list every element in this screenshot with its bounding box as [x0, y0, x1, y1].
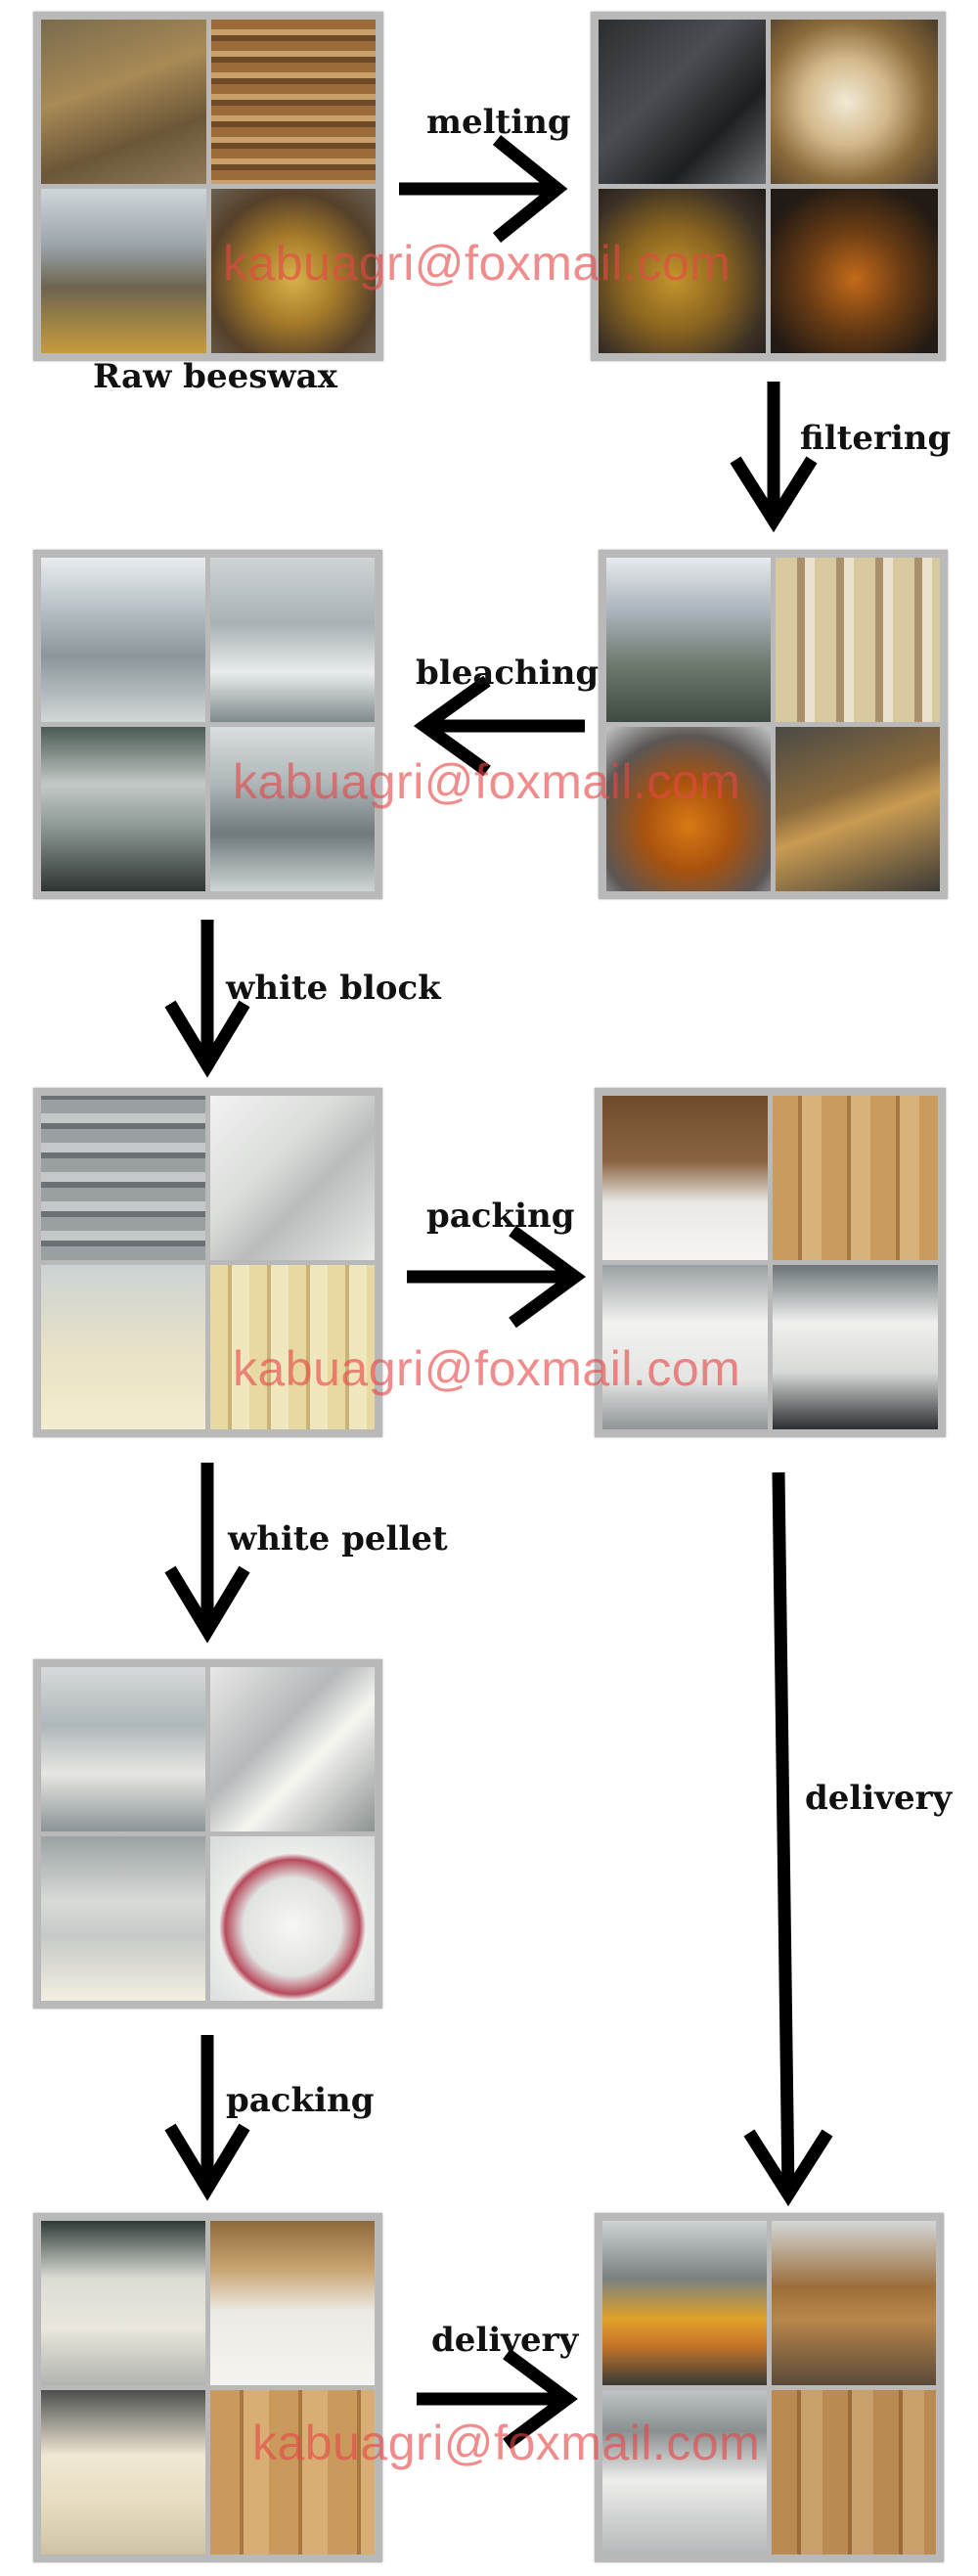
forklift-loading-photo: [602, 2221, 767, 2385]
pellet-delivery-arrow: [417, 2348, 578, 2450]
pellet-bags-photo: [41, 2221, 205, 2385]
block-in-carton-photo: [602, 1096, 768, 1260]
pellet-in-carton-photo: [210, 2221, 375, 2385]
watermark-bleaching: kabuagri@foxmail.com: [233, 754, 741, 809]
filter-press-photo: [776, 558, 940, 722]
bleaching-platform-photo: [41, 558, 205, 722]
watermark-bottom: kabuagri@foxmail.com: [252, 2416, 761, 2470]
carton-stack-photo: [773, 1096, 938, 1260]
block-molds-photo: [210, 1096, 375, 1260]
pellet-drum-photo: [41, 1836, 205, 2001]
white-pellet-label: white pellet: [228, 1519, 448, 1559]
block-delivery-arrow: [743, 1471, 833, 2207]
filter-line-photo: [606, 558, 771, 722]
container-loading-photo: [772, 2221, 936, 2385]
pellet-packing-panel: [33, 2213, 382, 2562]
filtering-panel: [599, 550, 948, 899]
bleaching-arrow: [413, 675, 585, 777]
white-pellet-panel: [33, 1659, 382, 2009]
wax-cakes-photo: [210, 189, 376, 353]
filtering-arrow: [730, 382, 818, 533]
block-packing-panel: [595, 1088, 946, 1437]
pellet-packing-arrow: [164, 2035, 250, 2201]
bleaching-panel: [33, 550, 382, 899]
carton-boxes-photo: [210, 2390, 375, 2554]
warehouse-sacks-photo: [773, 1265, 938, 1429]
melting-panel: [591, 12, 946, 361]
wax-combs-photo: [210, 20, 376, 184]
filtering-label: filtering: [800, 419, 952, 458]
white-block-panel: [33, 1088, 382, 1437]
raw-beeswax-panel: [33, 12, 383, 361]
bag-pile-photo: [41, 2390, 205, 2554]
melting-tanks-photo: [599, 20, 766, 184]
white-pellets-photo: [210, 1836, 375, 2001]
block-delivery-label: delivery: [805, 1779, 953, 1818]
bleaching-label: bleaching: [416, 654, 600, 693]
wax-bath-photo: [599, 189, 766, 353]
block-trays-photo: [41, 1096, 205, 1260]
white-pellet-arrow: [164, 1463, 250, 1644]
white-blocks-photo: [210, 1265, 375, 1429]
bleaching-room-photo: [210, 727, 375, 891]
raw-beeswax-label: Raw beeswax: [93, 357, 337, 396]
melting-kettle-photo: [771, 20, 938, 184]
container-cartons-photo: [772, 2390, 936, 2554]
pellet-hopper-photo: [210, 1667, 375, 1831]
block-line-photo: [41, 1265, 205, 1429]
watermark-packing: kabuagri@foxmail.com: [233, 1341, 741, 1396]
melting-label: melting: [426, 103, 571, 142]
molten-wax-photo: [771, 189, 938, 353]
pellet-packing-label: packing: [226, 2081, 375, 2120]
melting-arrow: [399, 134, 568, 244]
filtered-wax-bowl-photo: [606, 727, 771, 891]
white-block-arrow: [164, 920, 250, 1078]
steel-tanks-photo: [41, 727, 205, 891]
sacks-stack-photo: [602, 1265, 768, 1429]
block-packing-arrow: [407, 1225, 586, 1329]
watermark-top: kabuagri@foxmail.com: [223, 236, 732, 291]
container-bags-photo: [602, 2390, 767, 2554]
beehives-photo: [41, 20, 206, 184]
pellet-machine-photo: [41, 1667, 205, 1831]
pellet-delivery-label: delivery: [431, 2321, 579, 2360]
filter-outflow-photo: [776, 727, 940, 891]
bleaching-vessels-photo: [210, 558, 375, 722]
wax-storage-photo: [41, 189, 206, 353]
white-block-label: white block: [226, 969, 441, 1008]
delivery-panel: [595, 2213, 944, 2562]
block-packing-label: packing: [426, 1197, 575, 1236]
